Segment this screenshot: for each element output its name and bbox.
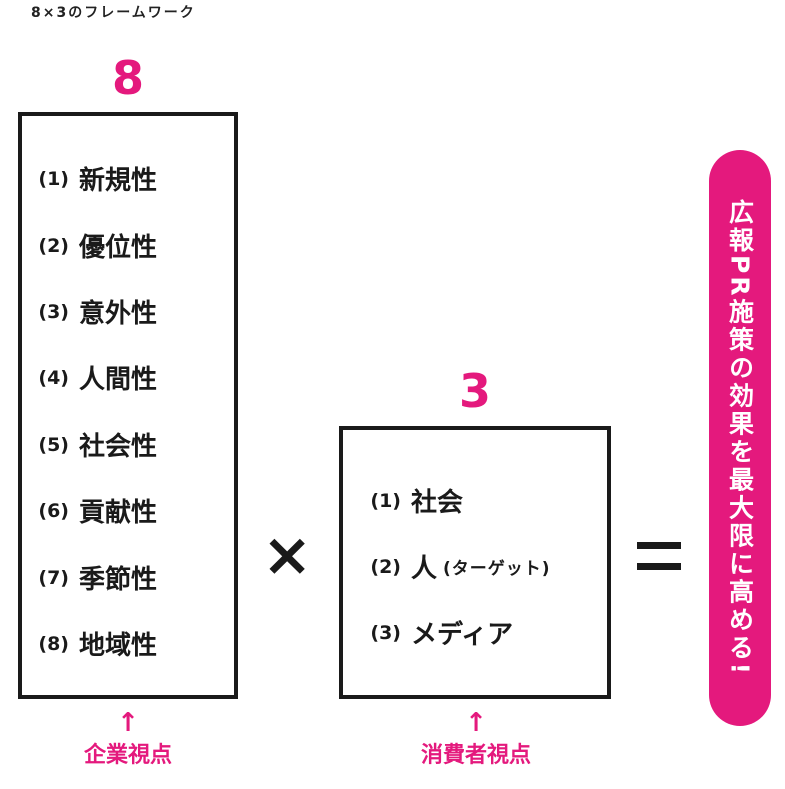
company-factor-7: (7) 季節性 xyxy=(22,559,234,596)
consumer-viewpoint-label: 消費者視点 xyxy=(420,743,531,768)
consumer-factors-box: (1) 社会 (2) 人 (ターゲット) (3) メディア xyxy=(339,426,611,699)
factor-label: 意外性 xyxy=(79,299,158,329)
factor-number: (2) xyxy=(38,234,69,257)
factor-number: (6) xyxy=(38,499,69,522)
factor-label: 地域性 xyxy=(79,631,158,661)
equals-sign xyxy=(637,542,681,572)
up-arrow-icon: ↑ xyxy=(465,708,487,738)
factor-number: (3) xyxy=(38,300,69,323)
company-viewpoint-label: 企業視点 xyxy=(83,743,172,768)
company-viewpoint: ↑ 企業視点 xyxy=(28,710,228,770)
consumer-viewpoint: ↑ 消費者視点 xyxy=(376,710,576,770)
factor-label: 優位性 xyxy=(79,233,158,263)
factor-number: (4) xyxy=(38,366,69,389)
company-factor-count: 8 xyxy=(111,51,144,105)
result-text: 広報PR施策の効果を最大限に高める! xyxy=(725,199,755,677)
factor-note: (ターゲット) xyxy=(443,559,551,579)
company-factors-box: (1) 新規性 (2) 優位性 (3) 意外性 (4) 人間性 (5) 社会性 … xyxy=(18,112,238,699)
company-factor-8: (8) 地域性 xyxy=(22,625,234,662)
factor-label: 人 xyxy=(411,554,438,584)
factor-number: (1) xyxy=(370,489,401,512)
factor-label: 貢献性 xyxy=(79,498,158,528)
factor-label: 社会 xyxy=(411,488,464,518)
factor-label: メディア xyxy=(411,620,514,650)
factor-number: (2) xyxy=(370,555,401,578)
factor-label: 社会性 xyxy=(79,432,158,462)
factor-number: (1) xyxy=(38,167,69,190)
factor-number: (7) xyxy=(38,566,69,589)
company-factor-4: (4) 人間性 xyxy=(22,359,234,396)
factor-label: 新規性 xyxy=(79,166,158,196)
multiply-sign: × xyxy=(262,520,313,590)
consumer-factor-3: (3) メディア xyxy=(343,614,607,651)
company-factor-6: (6) 貢献性 xyxy=(22,492,234,529)
company-factor-5: (5) 社会性 xyxy=(22,426,234,463)
result-pill: 広報PR施策の効果を最大限に高める! xyxy=(709,150,771,726)
factor-label: 人間性 xyxy=(79,365,158,395)
company-factor-3: (3) 意外性 xyxy=(22,293,234,330)
factor-label: 季節性 xyxy=(79,565,158,595)
consumer-factor-1: (1) 社会 xyxy=(343,482,607,519)
consumer-factor-count: 3 xyxy=(458,364,491,418)
factor-number: (3) xyxy=(370,621,401,644)
page-title: 8×3のフレームワーク xyxy=(31,5,196,21)
factor-number: (8) xyxy=(38,632,69,655)
company-factor-1: (1) 新規性 xyxy=(22,160,234,197)
equals-bar-bottom xyxy=(637,563,681,570)
consumer-factor-2: (2) 人 (ターゲット) xyxy=(343,548,607,585)
company-factor-2: (2) 優位性 xyxy=(22,227,234,264)
equals-bar-top xyxy=(637,542,681,549)
factor-number: (5) xyxy=(38,433,69,456)
up-arrow-icon: ↑ xyxy=(117,708,139,738)
